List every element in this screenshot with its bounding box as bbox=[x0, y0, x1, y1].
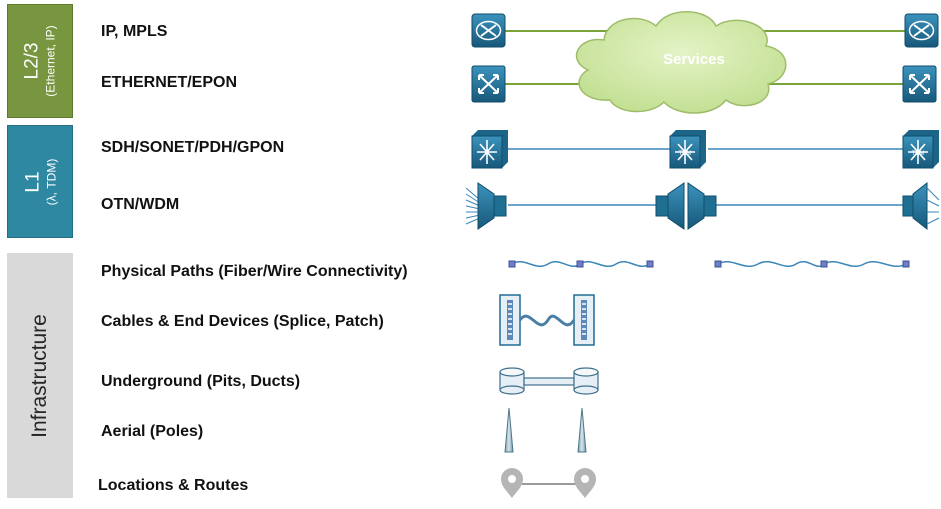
tdm-label: TDM bbox=[912, 151, 925, 157]
patch-panel-icon bbox=[499, 294, 521, 346]
wdm-mux-icon bbox=[687, 182, 717, 230]
router-icon bbox=[904, 13, 939, 48]
row-label-otn: OTN/WDM bbox=[101, 196, 180, 213]
row-label-aerial: Aerial (Poles) bbox=[101, 423, 204, 440]
row-label-ip-mpls: IP, MPLS bbox=[101, 23, 168, 40]
band-infrastructure: Infrastructure bbox=[7, 253, 73, 498]
patch-panel-icon bbox=[573, 294, 595, 346]
wdm-mux-icon bbox=[465, 182, 507, 230]
wdm-mux-icon bbox=[902, 181, 940, 231]
row-label-physical-paths: Physical Paths (Fiber/Wire Connectivity) bbox=[101, 263, 408, 280]
pole-icon bbox=[504, 407, 514, 453]
switch-icon bbox=[902, 65, 937, 103]
tdm-switch-icon: TDM bbox=[669, 130, 706, 169]
physical-path bbox=[714, 260, 910, 268]
tdm-switch-icon: TDM bbox=[902, 130, 939, 169]
switch-icon bbox=[471, 65, 506, 103]
services-cloud: Services bbox=[575, 11, 787, 114]
cable bbox=[518, 314, 576, 327]
duct bbox=[523, 377, 575, 386]
row-label-sdh: SDH/SONET/PDH/GPON bbox=[101, 139, 285, 156]
row-label-ethernet: ETHERNET/EPON bbox=[101, 74, 238, 91]
router-icon bbox=[471, 13, 506, 48]
band-l23: L2/3 (Ethernet, IP) bbox=[7, 4, 73, 118]
pole-icon bbox=[577, 407, 587, 453]
row-label-locations: Locations & Routes bbox=[98, 477, 249, 494]
row-label-underground: Underground (Pits, Ducts) bbox=[101, 373, 301, 390]
pit-icon bbox=[499, 367, 525, 395]
band-l1: L1 (λ, TDM) bbox=[7, 125, 73, 238]
tdm-label: TDM bbox=[679, 151, 692, 157]
tdm-switch-icon bbox=[471, 130, 508, 169]
location-pin-icon bbox=[501, 468, 523, 498]
location-pin-icon bbox=[574, 468, 596, 498]
row-label-cables: Cables & End Devices (Splice, Patch) bbox=[101, 313, 384, 330]
physical-path bbox=[508, 260, 654, 268]
pit-icon bbox=[573, 367, 599, 395]
wdm-mux-icon bbox=[655, 182, 685, 230]
cloud-label: Services bbox=[663, 51, 725, 68]
